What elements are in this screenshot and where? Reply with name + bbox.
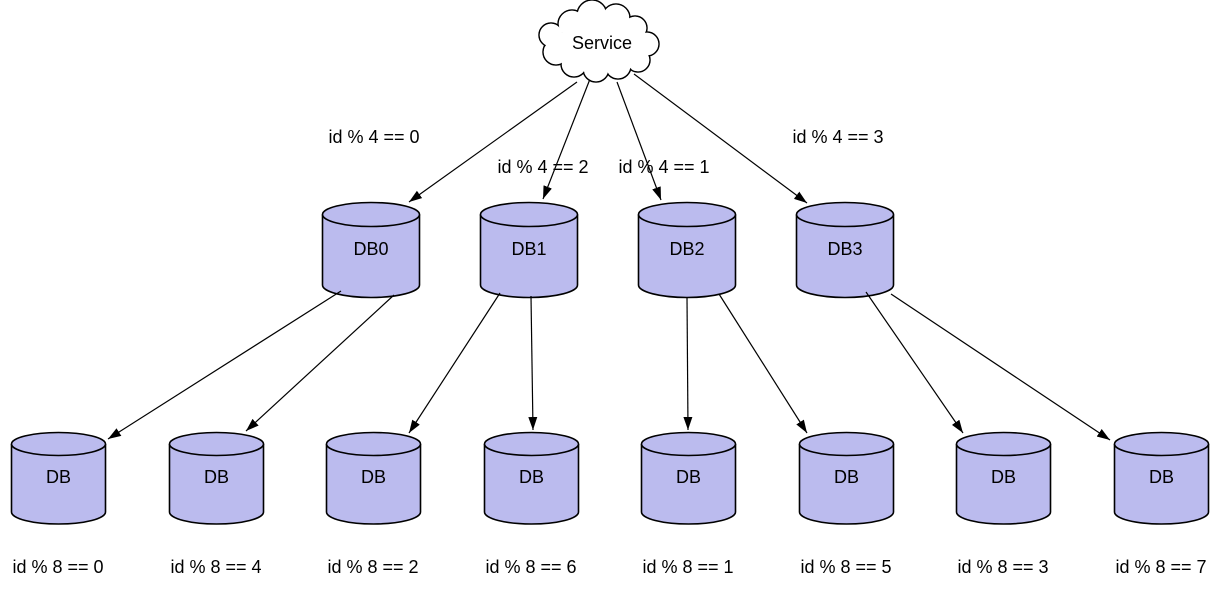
db3-node: DB3 (795, 201, 895, 299)
service-label: Service (571, 33, 633, 53)
leaf4-label: DB (675, 467, 701, 487)
cylinder-icon (798, 431, 895, 525)
cylinder-icon (10, 431, 107, 525)
condition-leaf3: id % 8 == 6 (485, 557, 577, 577)
cylinder-icon (640, 431, 737, 525)
cloud-icon (538, 0, 660, 83)
condition-leaf6: id % 8 == 3 (957, 557, 1049, 577)
condition-db3: id % 4 == 3 (792, 127, 884, 147)
condition-leaf4: id % 8 == 1 (642, 557, 734, 577)
db2-label: DB2 (669, 239, 705, 259)
cylinder-icon (321, 201, 421, 299)
edge-db1-leaf2 (408, 292, 501, 434)
leaf3-label: DB (518, 467, 544, 487)
leaf7-node: DB (1113, 431, 1210, 526)
cylinder-icon (325, 431, 422, 525)
condition-db0: id % 4 == 0 (328, 127, 420, 147)
edge-db1-leaf3 (528, 295, 538, 431)
db1-node: DB1 (479, 201, 579, 299)
edge-db3-leaf6 (865, 291, 964, 434)
edge-db2-leaf5 (718, 293, 808, 434)
db3-label: DB3 (827, 239, 863, 259)
condition-db2: id % 4 == 1 (618, 157, 710, 177)
cylinder-icon (795, 201, 895, 299)
cylinder-icon (479, 201, 579, 299)
edge-db2-leaf4 (683, 296, 693, 431)
leaf2-node: DB (325, 431, 422, 526)
db0-label: DB0 (353, 239, 389, 259)
condition-leaf2: id % 8 == 2 (327, 557, 419, 577)
condition-leaf0: id % 8 == 0 (12, 557, 104, 577)
edge-db0-leaf1 (245, 294, 395, 432)
cylinder-icon (1113, 431, 1210, 525)
edge-db3-leaf7 (890, 293, 1111, 441)
service-node: Service (534, 0, 670, 90)
edge-db0-leaf0 (107, 290, 342, 440)
leaf2-label: DB (360, 467, 386, 487)
condition-leaf7: id % 8 == 7 (1115, 557, 1207, 577)
leaf1-label: DB (203, 467, 229, 487)
leaf0-label: DB (45, 467, 71, 487)
cylinder-icon (483, 431, 580, 525)
db0-node: DB0 (321, 201, 421, 299)
edge-service-db1 (542, 78, 591, 200)
cylinder-icon (637, 201, 737, 299)
condition-leaf1: id % 8 == 4 (170, 557, 262, 577)
db2-node: DB2 (637, 201, 737, 299)
edge-service-db2 (616, 81, 662, 201)
leaf3-node: DB (483, 431, 580, 526)
leaf6-node: DB (955, 431, 1052, 526)
leaf1-node: DB (168, 431, 265, 526)
leaf0-node: DB (10, 431, 107, 526)
leaf5-node: DB (798, 431, 895, 526)
db1-label: DB1 (511, 239, 547, 259)
leaf4-node: DB (640, 431, 737, 526)
condition-leaf5: id % 8 == 5 (800, 557, 892, 577)
leaf6-label: DB (990, 467, 1016, 487)
leaf5-label: DB (833, 467, 859, 487)
leaf7-label: DB (1148, 467, 1174, 487)
